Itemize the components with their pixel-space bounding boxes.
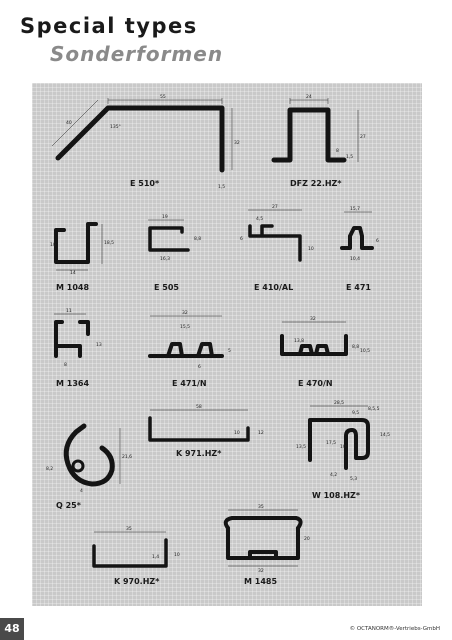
profile-k971hz: 58 10 12 K 971.HZ* [148, 404, 264, 458]
dim-e471n-base: 6 [198, 364, 201, 370]
dim-w108-gap: 10 [340, 444, 346, 450]
dim-q25-base: 4 [80, 488, 83, 494]
part-label-e470n: E 470/N [298, 379, 333, 388]
dim-k970-height: 10 [174, 552, 180, 558]
dim-e505-width: 19 [162, 214, 168, 220]
part-label-w108hz: W 108.HZ* [312, 491, 361, 500]
dim-e471n-inner: 15,5 [180, 324, 190, 330]
profile-e410al: 27 4,5 10 6 E 410/AL [240, 204, 314, 292]
dim-w108-left: 13,5 [296, 444, 306, 450]
dim-e410-gap: 4,5 [256, 216, 263, 222]
dim-m1364-base: 8 [64, 362, 67, 368]
dim-dfz-width: 24 [306, 94, 312, 100]
dim-e471n-height: 5 [228, 348, 231, 354]
dim-dfz-thickness: 1,5 [346, 154, 353, 160]
profile-dfz22hz: 24 27 8 1,5 DFZ 22.HZ* [271, 94, 366, 188]
part-label-e510: E 510* [130, 179, 160, 188]
dim-m1048-height: 18,5 [104, 240, 114, 246]
profile-e470n: 32 13,8 8,8 10,5 E 470/N [280, 316, 370, 388]
part-label-e505: E 505 [154, 283, 179, 292]
dim-w108-mid: 17,5 [326, 440, 336, 446]
dim-e470n-width: 32 [310, 316, 316, 322]
dim-q25-height: 21,6 [122, 454, 132, 460]
part-label-q25: Q 25* [56, 501, 82, 510]
dim-m1364-height: 13 [96, 342, 102, 348]
profile-q25: 21,6 8,2 4 Q 25* [46, 423, 132, 510]
profile-m1364: 11 13 8 M 1364 [54, 308, 102, 388]
profile-m1485: 35 20 32 M 1485 [223, 504, 310, 586]
dim-e470n-inner: 13,8 [294, 338, 304, 344]
profile-k970hz: 35 1,4 10 K 970.HZ* [92, 526, 180, 586]
dim-e470n-height-a: 8,8 [352, 344, 359, 350]
dim-e505-height: 8,8 [194, 236, 201, 242]
dim-e505-inner: 16,3 [160, 256, 170, 262]
part-label-k970hz: K 970.HZ* [114, 577, 160, 586]
part-label-e471n: E 471/N [172, 379, 207, 388]
dim-w108-lip: 8,5,5 [368, 406, 380, 412]
part-label-m1364: M 1364 [56, 379, 89, 388]
dim-w108-inner: 9,5 [352, 410, 359, 416]
dim-k970-width: 35 [126, 526, 132, 532]
dim-e471-base: 10,4 [350, 256, 360, 262]
dim-e471-width: 15,7 [350, 206, 360, 212]
dim-w108-right: 14,5 [380, 432, 390, 438]
dim-e471-height: 6 [376, 238, 379, 244]
dim-e510-width: 55 [160, 94, 166, 100]
dim-w108-base-a: 4,2 [330, 472, 337, 478]
dim-e410-width: 27 [272, 204, 278, 210]
page-number: 48 [0, 618, 24, 640]
dim-m1364-width: 11 [66, 308, 72, 314]
dim-e471n-width: 32 [182, 310, 188, 316]
dim-m1485-height: 20 [304, 536, 310, 542]
profile-e471: 15,7 10,4 6 E 471 [340, 206, 379, 292]
dim-e510-height: 32 [234, 140, 240, 146]
dim-e510-leg: 40 [66, 120, 72, 126]
part-label-k971hz: K 971.HZ* [176, 449, 222, 458]
dim-w108-base-b: 5,3 [350, 476, 357, 482]
dim-w108-width: 28,5 [334, 400, 344, 406]
dim-q25-slot: 8,2 [46, 466, 53, 472]
copyright-notice: © OCTANORM®-Vertriebs-GmbH [349, 626, 440, 632]
dim-m1485-width: 35 [258, 504, 264, 510]
profile-e510: 55 40 135° 32 1,5 E 510* [51, 94, 240, 190]
dim-e510-thickness: 1,5 [218, 184, 225, 190]
dim-e410-step: 6 [240, 236, 243, 242]
drawing-panel [32, 83, 422, 606]
part-label-m1485: M 1485 [244, 577, 277, 586]
dim-k971-width: 58 [196, 404, 202, 410]
dim-m1048-width: 14 [70, 270, 76, 276]
part-label-e410al: E 410/AL [254, 283, 293, 292]
part-label-dfz22hz: DFZ 22.HZ* [290, 179, 342, 188]
dim-k971-height: 12 [258, 430, 264, 436]
dim-e470n-height-b: 10,5 [360, 348, 370, 354]
dim-e510-angle: 135° [110, 124, 121, 130]
profile-m1048: 18,5 14 10 M 1048 [50, 222, 114, 292]
page-subtitle: Sonderformen [50, 42, 224, 66]
page-title: Special types [20, 14, 198, 38]
profile-e471n: 32 15,5 6 5 E 471/N [148, 310, 231, 388]
dim-dfz-flange: 8 [336, 148, 339, 154]
dim-k970-thickness: 1,4 [152, 554, 159, 560]
dim-dfz-height: 27 [360, 134, 366, 140]
part-label-m1048: M 1048 [56, 283, 89, 292]
part-label-e471: E 471 [346, 283, 371, 292]
dim-m1485-base: 32 [258, 568, 264, 574]
dim-m1048-inner: 10 [50, 242, 56, 248]
profile-e505: 19 16,3 8,8 E 505 [148, 214, 201, 292]
dim-e410-height: 10 [308, 246, 314, 252]
dim-k971-inner: 10 [234, 430, 240, 436]
profile-w108hz: 28,5 9,5 8,5,5 13,5 17,5 10 14,5 4,2 5,3… [296, 400, 390, 500]
